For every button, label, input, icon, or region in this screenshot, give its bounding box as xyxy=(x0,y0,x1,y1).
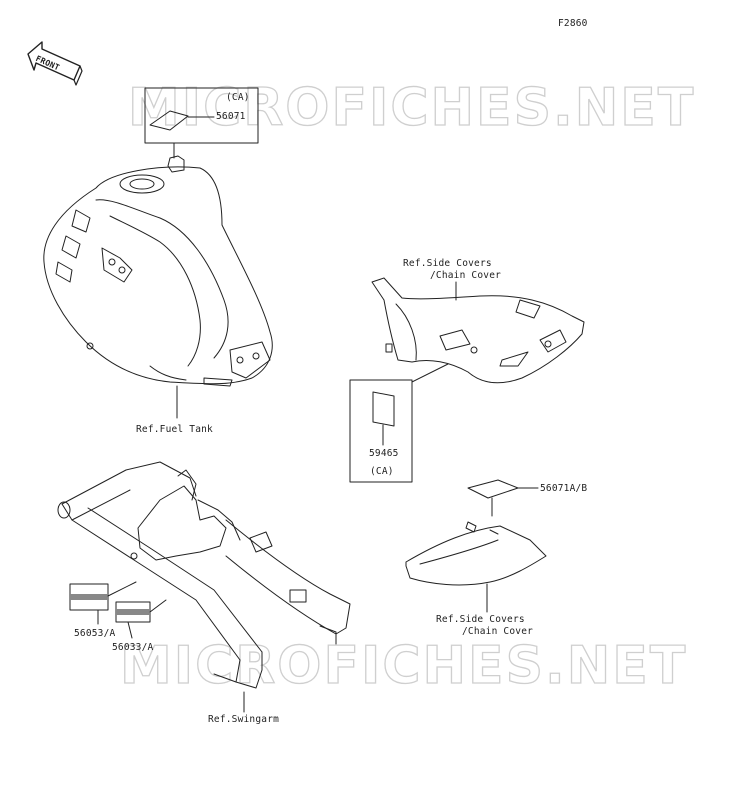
label-56053a-icon xyxy=(69,583,109,611)
ref-side-covers-link-2[interactable]: Ref.Side Covers xyxy=(436,614,525,625)
part-number-56033a[interactable]: 56033/A xyxy=(112,642,154,653)
label-56071-icon xyxy=(149,110,189,131)
label-56071ab-icon xyxy=(467,479,519,499)
part-number-56071[interactable]: 56071 xyxy=(216,111,246,122)
ref-swingarm-link[interactable]: Ref.Swingarm xyxy=(208,714,280,725)
ca-label-box-top xyxy=(144,87,259,144)
front-arrow-icon xyxy=(27,41,83,86)
part-number-59465[interactable]: 59465 xyxy=(369,448,399,459)
watermark-bottom: MICROFICHES.NET xyxy=(119,635,688,696)
ref-side-covers-link-1[interactable]: Ref.Side Covers xyxy=(403,258,492,269)
ref-chain-cover-link-1[interactable]: /Chain Cover xyxy=(430,270,502,281)
swingarm-drawing xyxy=(57,461,351,689)
part-number-56053a[interactable]: 56053/A xyxy=(74,628,116,639)
side-cover-lower-drawing xyxy=(405,521,547,586)
ref-chain-cover-link-2[interactable]: /Chain Cover xyxy=(462,626,534,637)
ca-label-box-59465 xyxy=(349,379,413,483)
diagram-code: F2860 xyxy=(558,18,588,29)
label-56033a-icon xyxy=(115,601,151,623)
fuel-tank-drawing xyxy=(43,155,273,387)
ref-fuel-tank-link[interactable]: Ref.Fuel Tank xyxy=(136,424,213,435)
part-number-56071ab[interactable]: 56071A/B xyxy=(540,483,588,494)
ca-label-top: (CA) xyxy=(226,92,250,103)
ca-label-bottom: (CA) xyxy=(370,466,394,477)
label-59465-icon xyxy=(372,391,395,427)
side-cover-upper-drawing xyxy=(371,277,585,384)
